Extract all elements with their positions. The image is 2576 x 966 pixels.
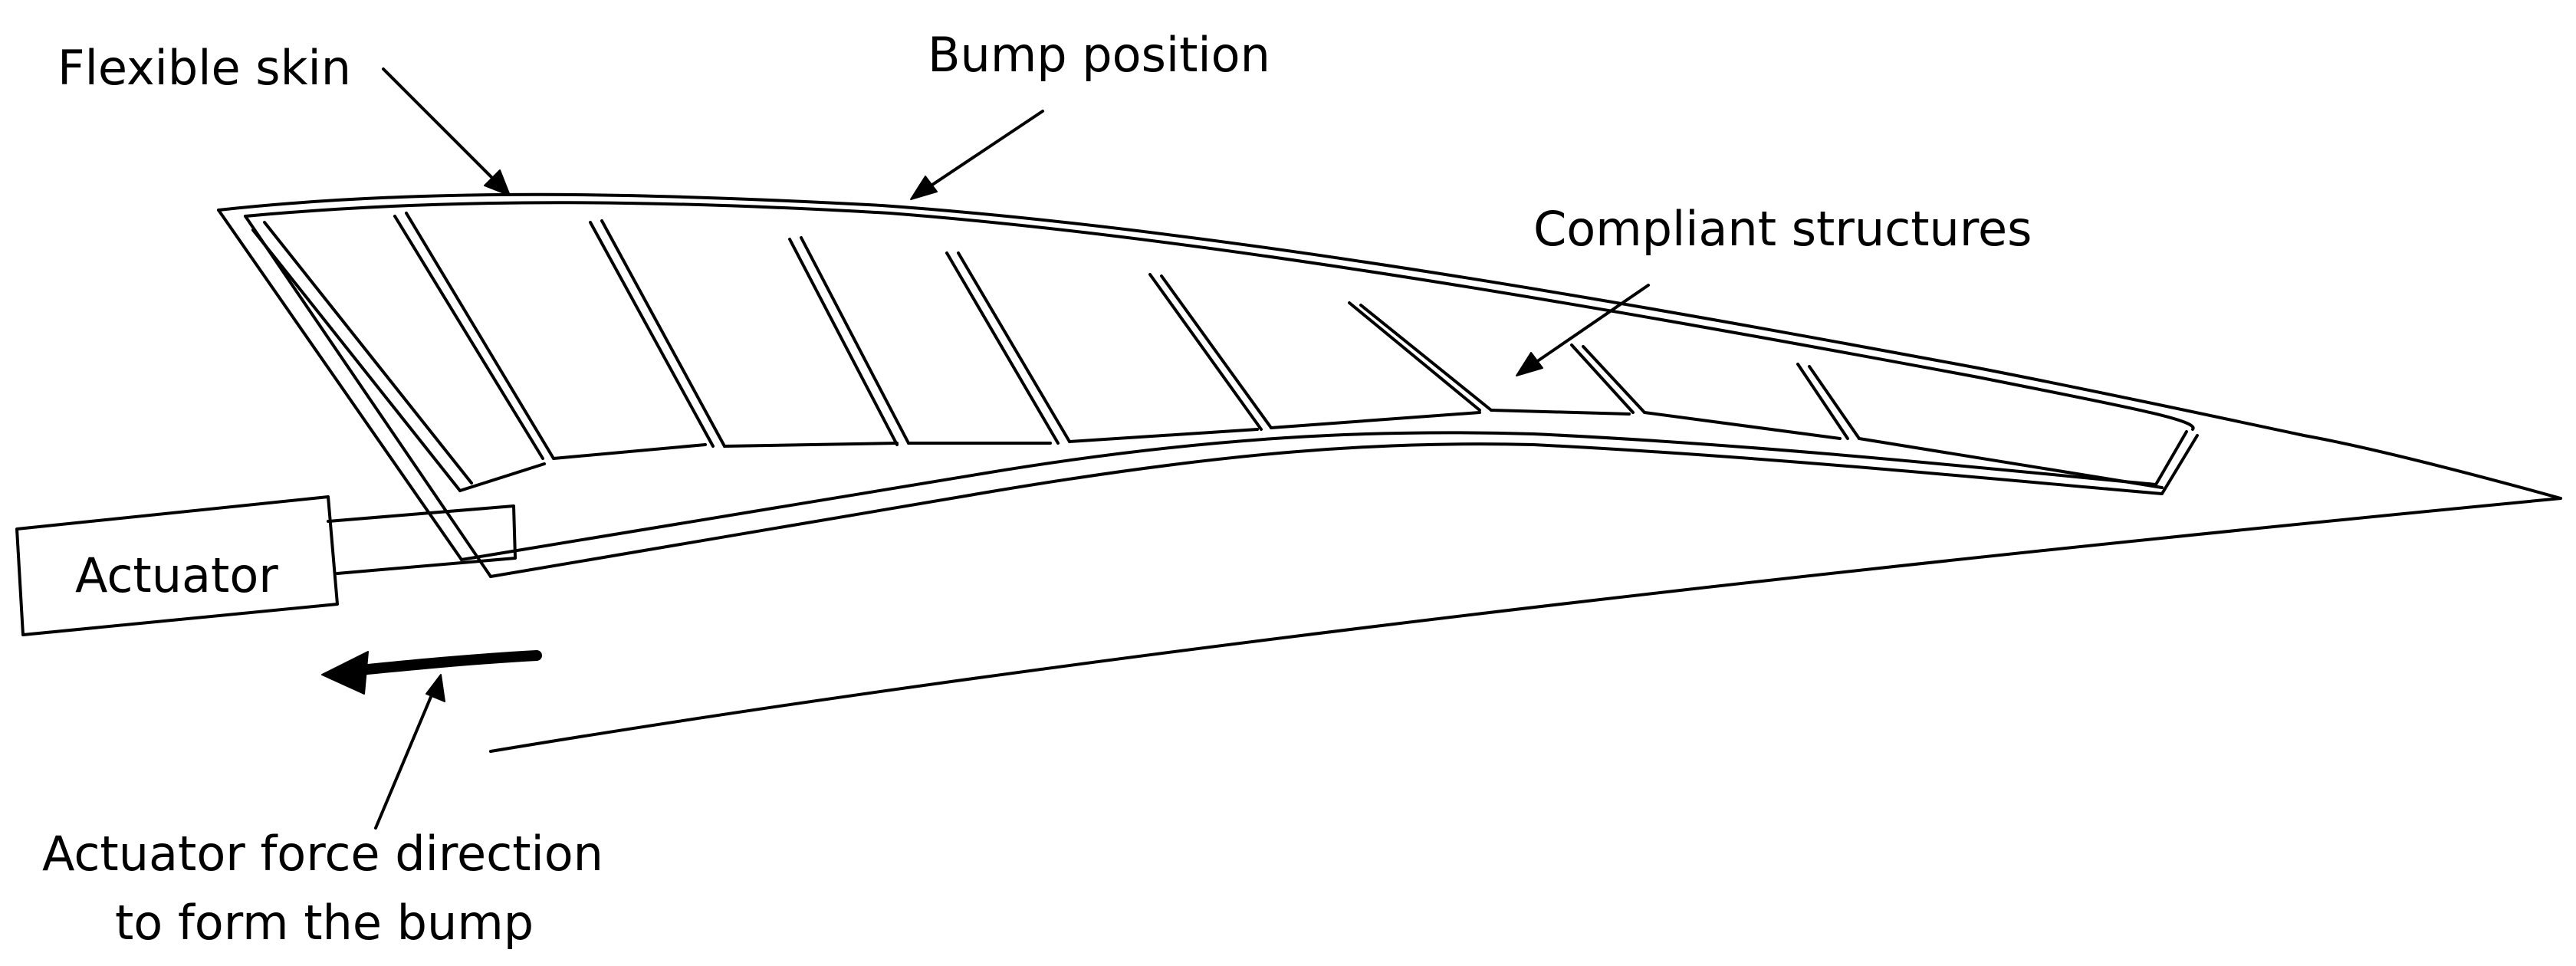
actuator-force-arrow bbox=[321, 650, 542, 695]
compliant-rib-6 bbox=[1148, 273, 1481, 431]
flexible-skin-label: Flexible skin bbox=[58, 40, 351, 96]
force-direction-arrow bbox=[374, 674, 445, 830]
compliant-rib-3 bbox=[589, 219, 899, 448]
compliant-rib-1 bbox=[251, 221, 546, 492]
trailing-edge-wedge bbox=[217, 209, 2199, 578]
force-direction-label-line2: to form the bump bbox=[115, 895, 534, 951]
compliant-rib-2 bbox=[393, 212, 707, 460]
compliant-rib-4 bbox=[788, 236, 1052, 446]
bump-position-label: Bump position bbox=[928, 27, 1270, 83]
force-direction-label-line1: Actuator force direction bbox=[42, 826, 603, 882]
compliant-structures-label: Compliant structures bbox=[1533, 201, 2032, 257]
compliant-structures-arrow bbox=[1516, 284, 1650, 376]
lower-surface bbox=[489, 497, 2562, 753]
actuator-label: Actuator bbox=[75, 547, 278, 603]
compliant-rib-7 bbox=[1348, 301, 1631, 416]
flexible-skin-arrow bbox=[382, 67, 511, 196]
actuator: Actuator bbox=[15, 495, 517, 636]
compliant-rib-9 bbox=[1796, 363, 2164, 489]
flexible-skin bbox=[217, 192, 2562, 500]
compliant-structures bbox=[251, 212, 2164, 492]
compliant-rib-8 bbox=[1570, 343, 1842, 440]
bump-position-arrow bbox=[910, 110, 1044, 200]
compliant-rib-5 bbox=[945, 251, 1259, 445]
